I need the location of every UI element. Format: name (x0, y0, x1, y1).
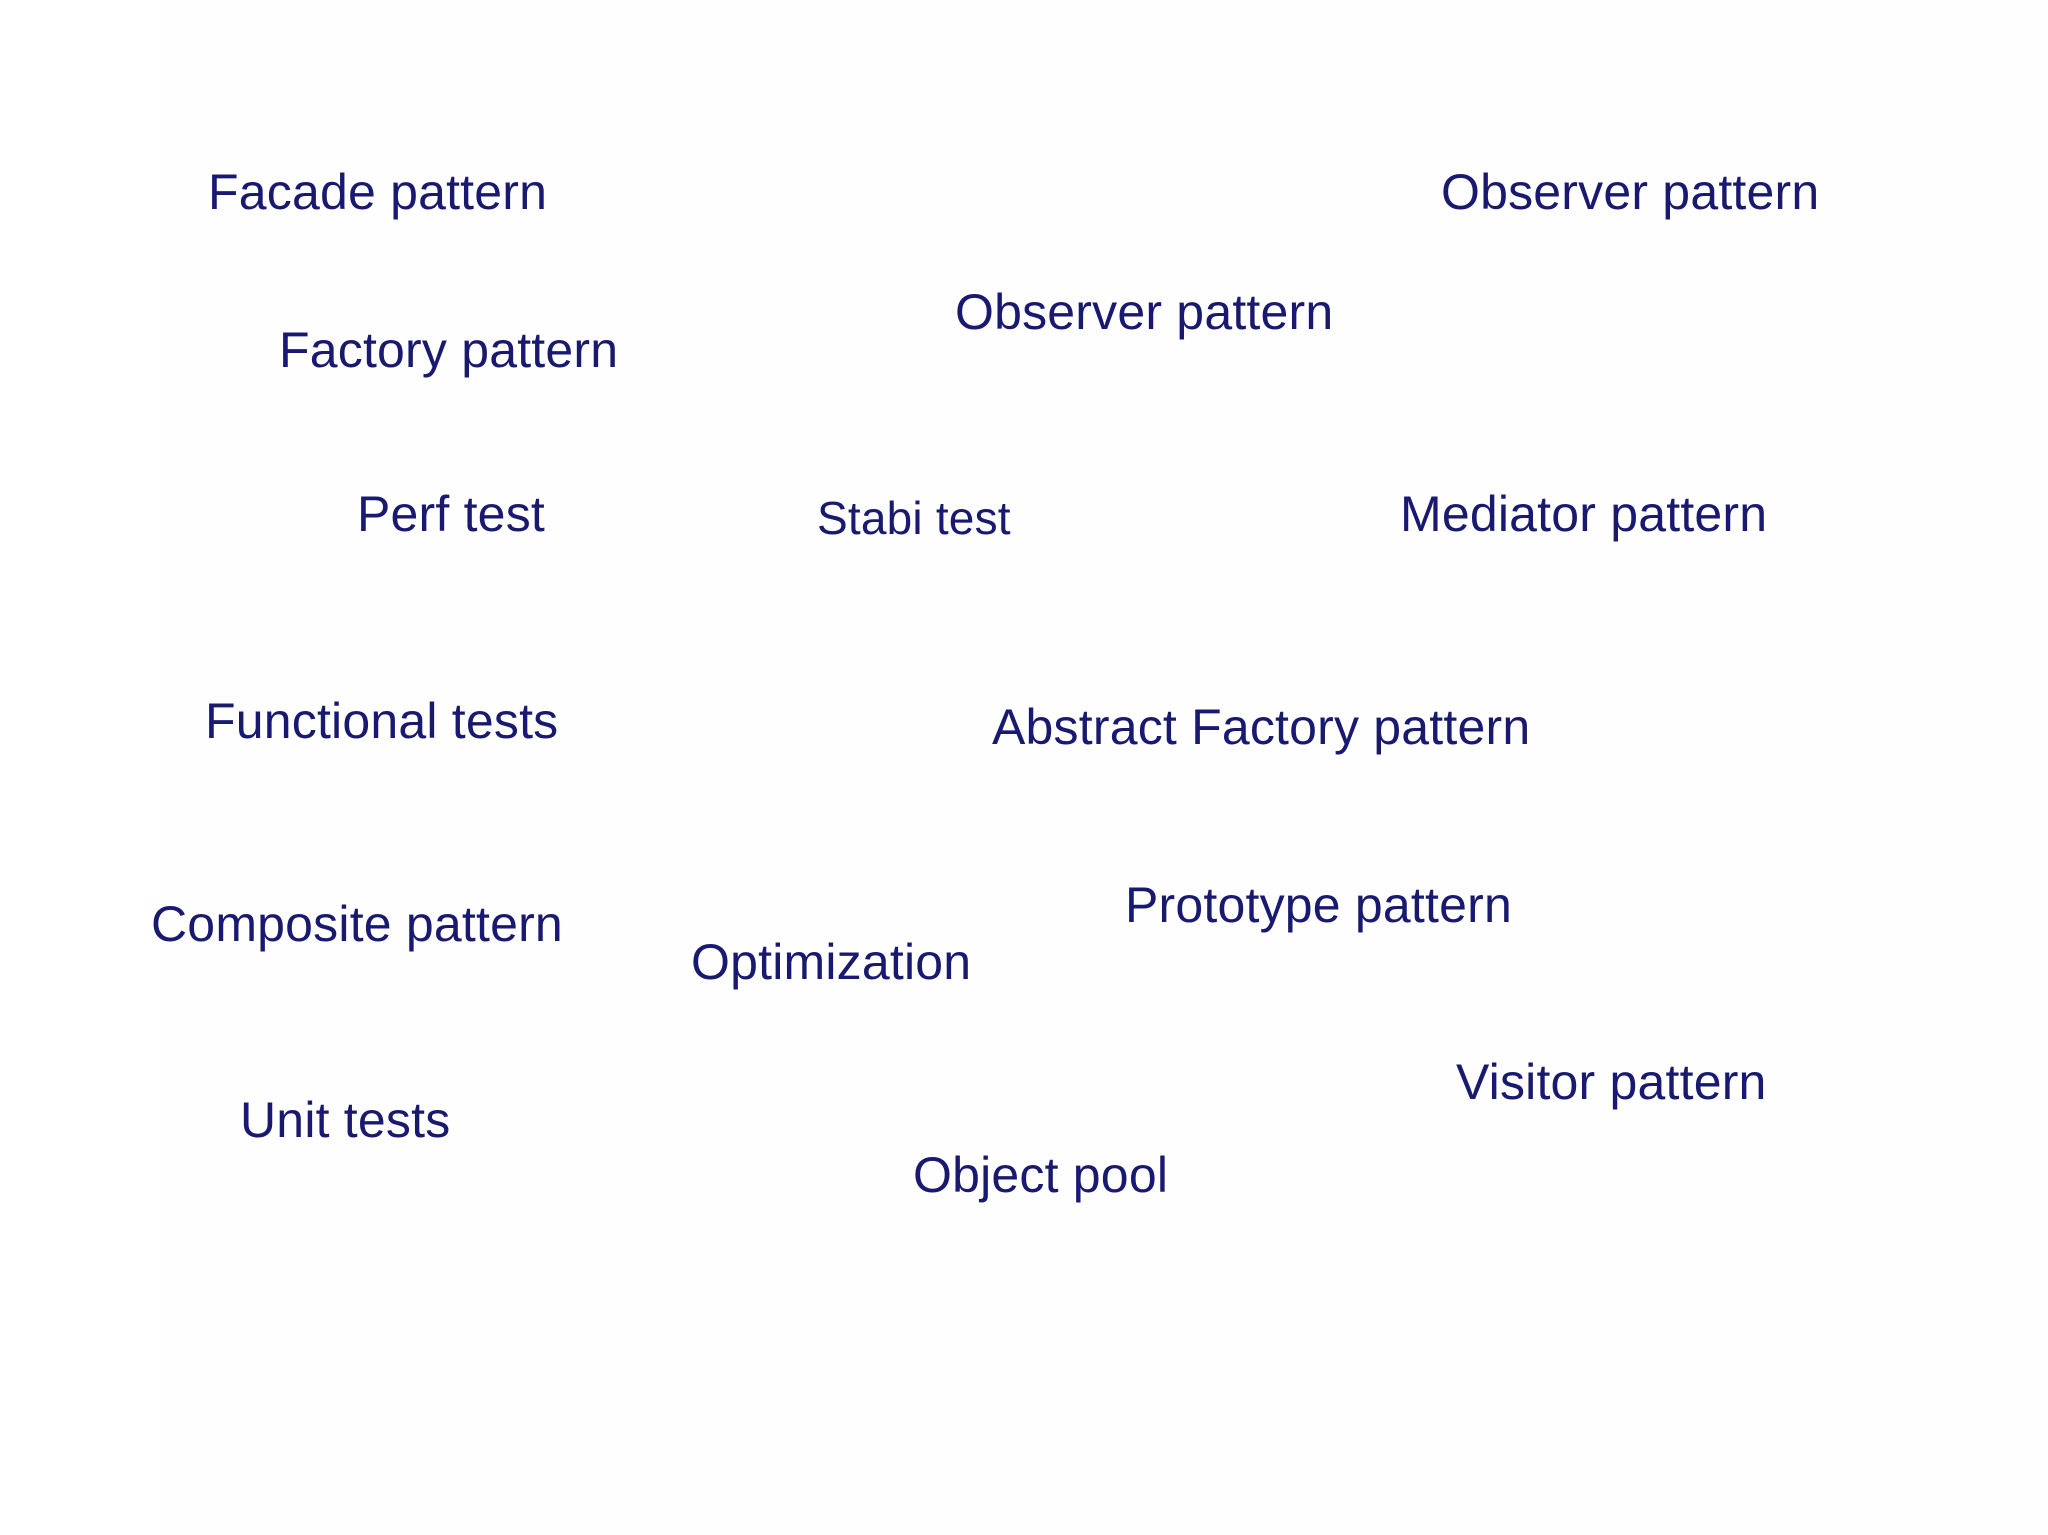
term-stabi-test[interactable]: Stabi test (817, 492, 1011, 544)
term-factory-pattern[interactable]: Factory pattern (279, 322, 619, 378)
term-perf-test[interactable]: Perf test (357, 486, 545, 542)
term-mediator-pattern[interactable]: Mediator pattern (1400, 486, 1768, 542)
term-functional-tests[interactable]: Functional tests (205, 693, 559, 749)
term-optimization[interactable]: Optimization (691, 934, 972, 990)
term-prototype-pattern[interactable]: Prototype pattern (1125, 877, 1512, 933)
term-observer-pattern-center[interactable]: Observer pattern (955, 284, 1334, 340)
term-observer-pattern-top-right[interactable]: Observer pattern (1441, 164, 1820, 220)
term-abstract-factory-pattern[interactable]: Abstract Factory pattern (992, 699, 1531, 755)
slide-content-region (160, 0, 2048, 1535)
term-visitor-pattern[interactable]: Visitor pattern (1456, 1054, 1767, 1110)
term-facade-pattern[interactable]: Facade pattern (208, 164, 548, 220)
term-object-pool[interactable]: Object pool (913, 1147, 1169, 1203)
term-composite-pattern[interactable]: Composite pattern (151, 896, 563, 952)
term-unit-tests[interactable]: Unit tests (240, 1092, 451, 1148)
